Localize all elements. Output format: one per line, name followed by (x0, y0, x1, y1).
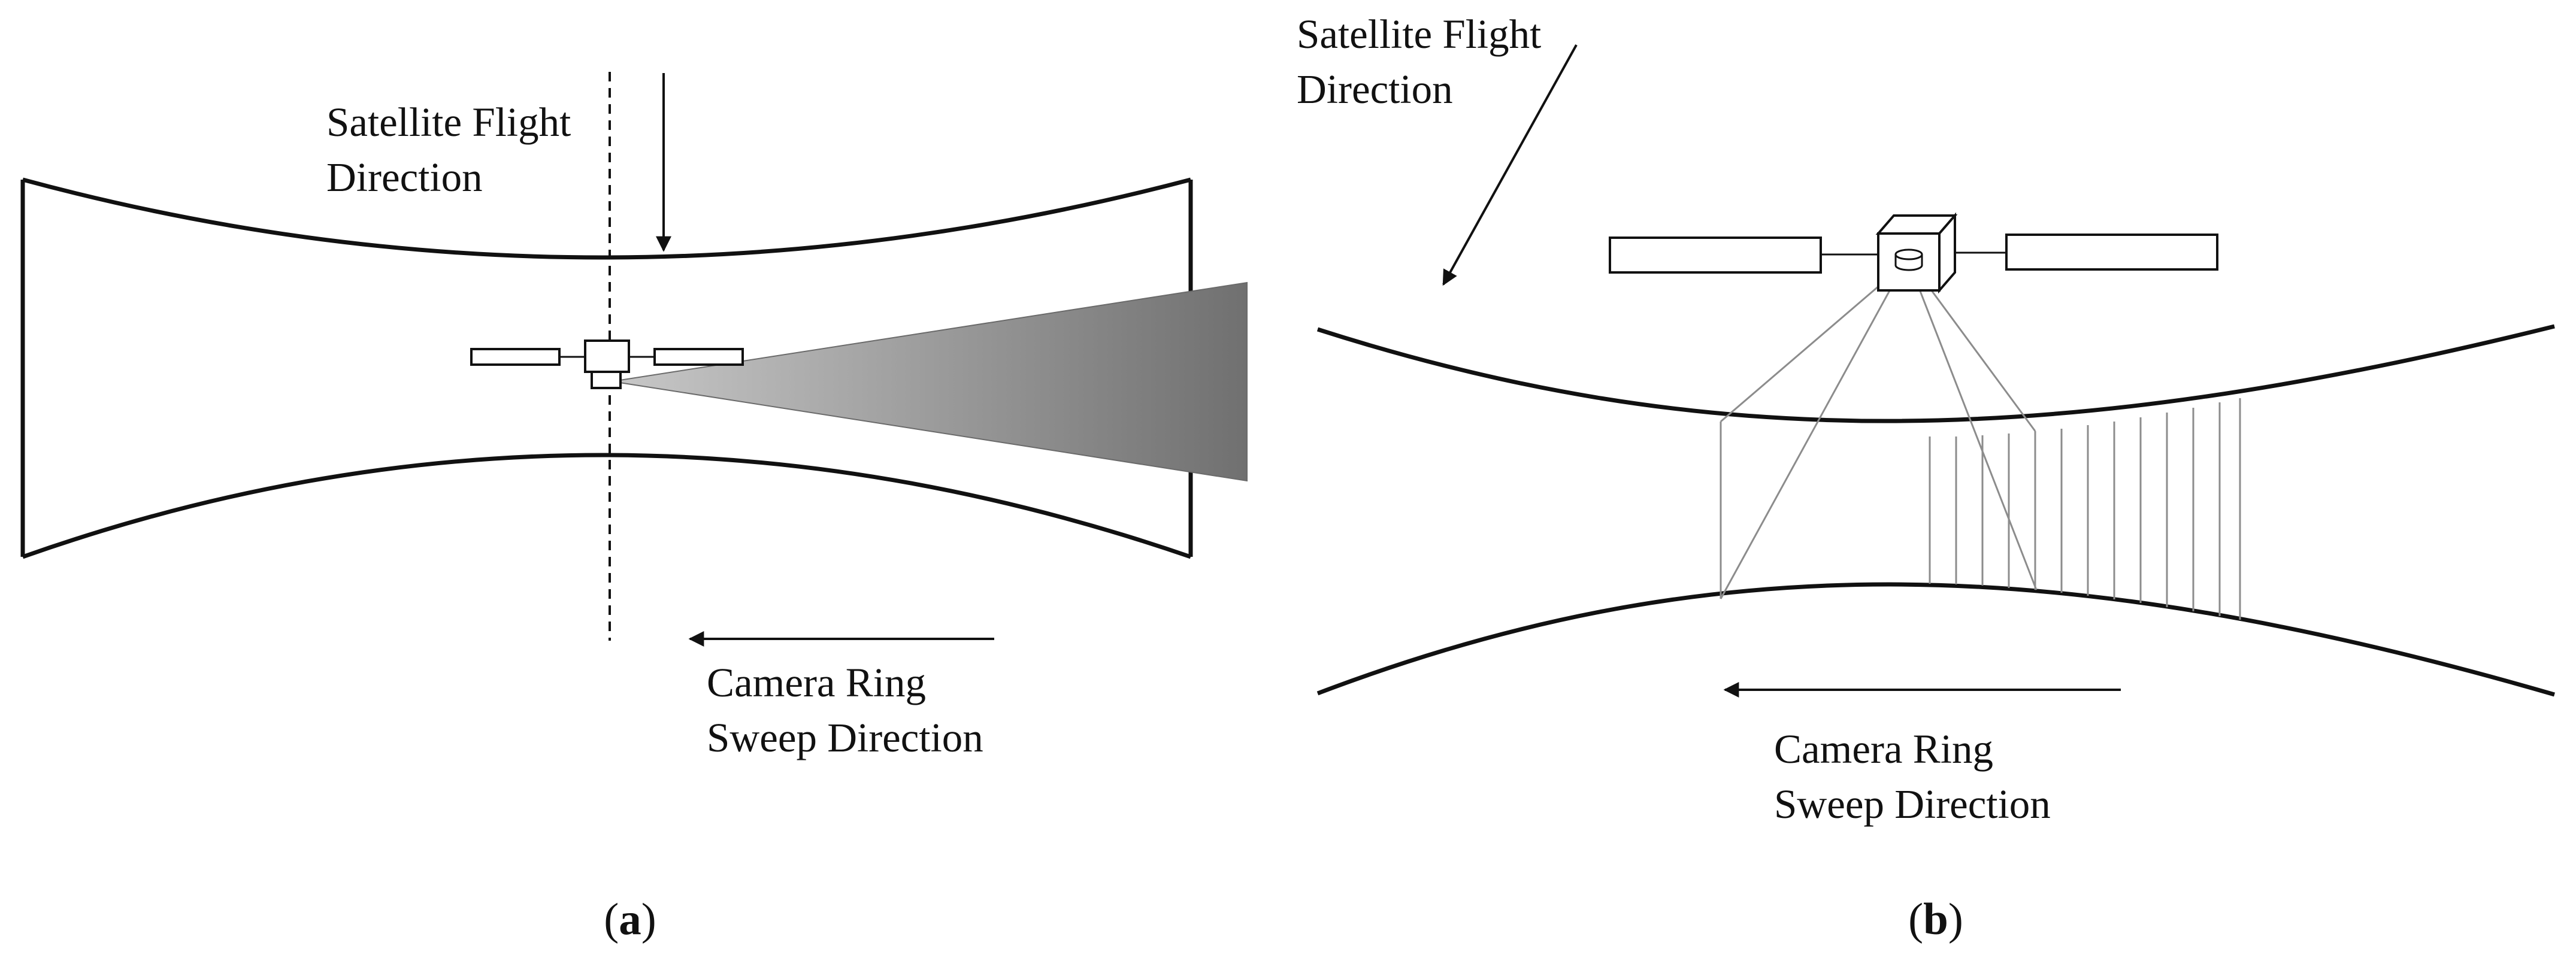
satellite-body-b (1875, 212, 1958, 294)
sweep-lines (1720, 398, 2241, 620)
flight-label-line1-a: Satellite Flight (326, 99, 571, 145)
projection-lines (1720, 273, 2038, 599)
panel-a: Satellite Flight Direction Camera Ring S… (20, 72, 1248, 944)
sweep-direction-label-b: Camera Ring Sweep Direction (1774, 726, 2051, 827)
flight-label-line1-b: Satellite Flight (1297, 11, 1541, 57)
solar-panel-left-b (1609, 237, 1822, 274)
flight-label-line2-a: Direction (326, 154, 483, 200)
camera-lens-b (1894, 248, 1923, 271)
caption-b-open: ( (1908, 895, 1923, 944)
sweep-label-line1-b: Camera Ring (1774, 726, 1993, 772)
caption-b-close: ) (1948, 895, 1963, 944)
satellite-icon-a (470, 339, 744, 389)
camera-unit-a (591, 371, 622, 389)
satellite-body-a (584, 339, 630, 373)
flight-direction-arrow-b (1442, 44, 1578, 286)
flight-direction-label-b: Satellite Flight Direction (1297, 11, 1552, 112)
sweep-direction-label-a: Camera Ring Sweep Direction (707, 660, 983, 760)
ring-lower-curve-b (1316, 582, 2555, 697)
flight-direction-label-a: Satellite Flight Direction (326, 99, 582, 200)
sweep-label-line2-b: Sweep Direction (1774, 781, 2051, 827)
solar-panel-right-a (653, 348, 744, 366)
sweep-label-line1-a: Camera Ring (707, 660, 926, 705)
satellite-icon-b (1609, 212, 2218, 294)
ring-lower-curve-a (22, 453, 1192, 559)
sweep-label-line2-a: Sweep Direction (707, 715, 983, 760)
panel-b: Satellite Flight Direction Camera Ring S… (1297, 11, 2555, 944)
caption-a-open: ( (604, 895, 619, 944)
solar-panel-left-a (470, 348, 561, 366)
caption-a-close: ) (641, 895, 656, 944)
caption-b-letter: b (1923, 895, 1948, 944)
caption-a: (a) (604, 895, 656, 944)
ring-upper-curve-b (1316, 324, 2555, 423)
ring-upper-curve-a (22, 177, 1191, 260)
caption-a-letter: a (619, 895, 641, 944)
camera-view-cone (612, 281, 1248, 482)
flight-label-line2-b: Direction (1297, 66, 1453, 112)
caption-b: (b) (1908, 895, 1963, 944)
solar-panel-right-b (2005, 234, 2218, 271)
